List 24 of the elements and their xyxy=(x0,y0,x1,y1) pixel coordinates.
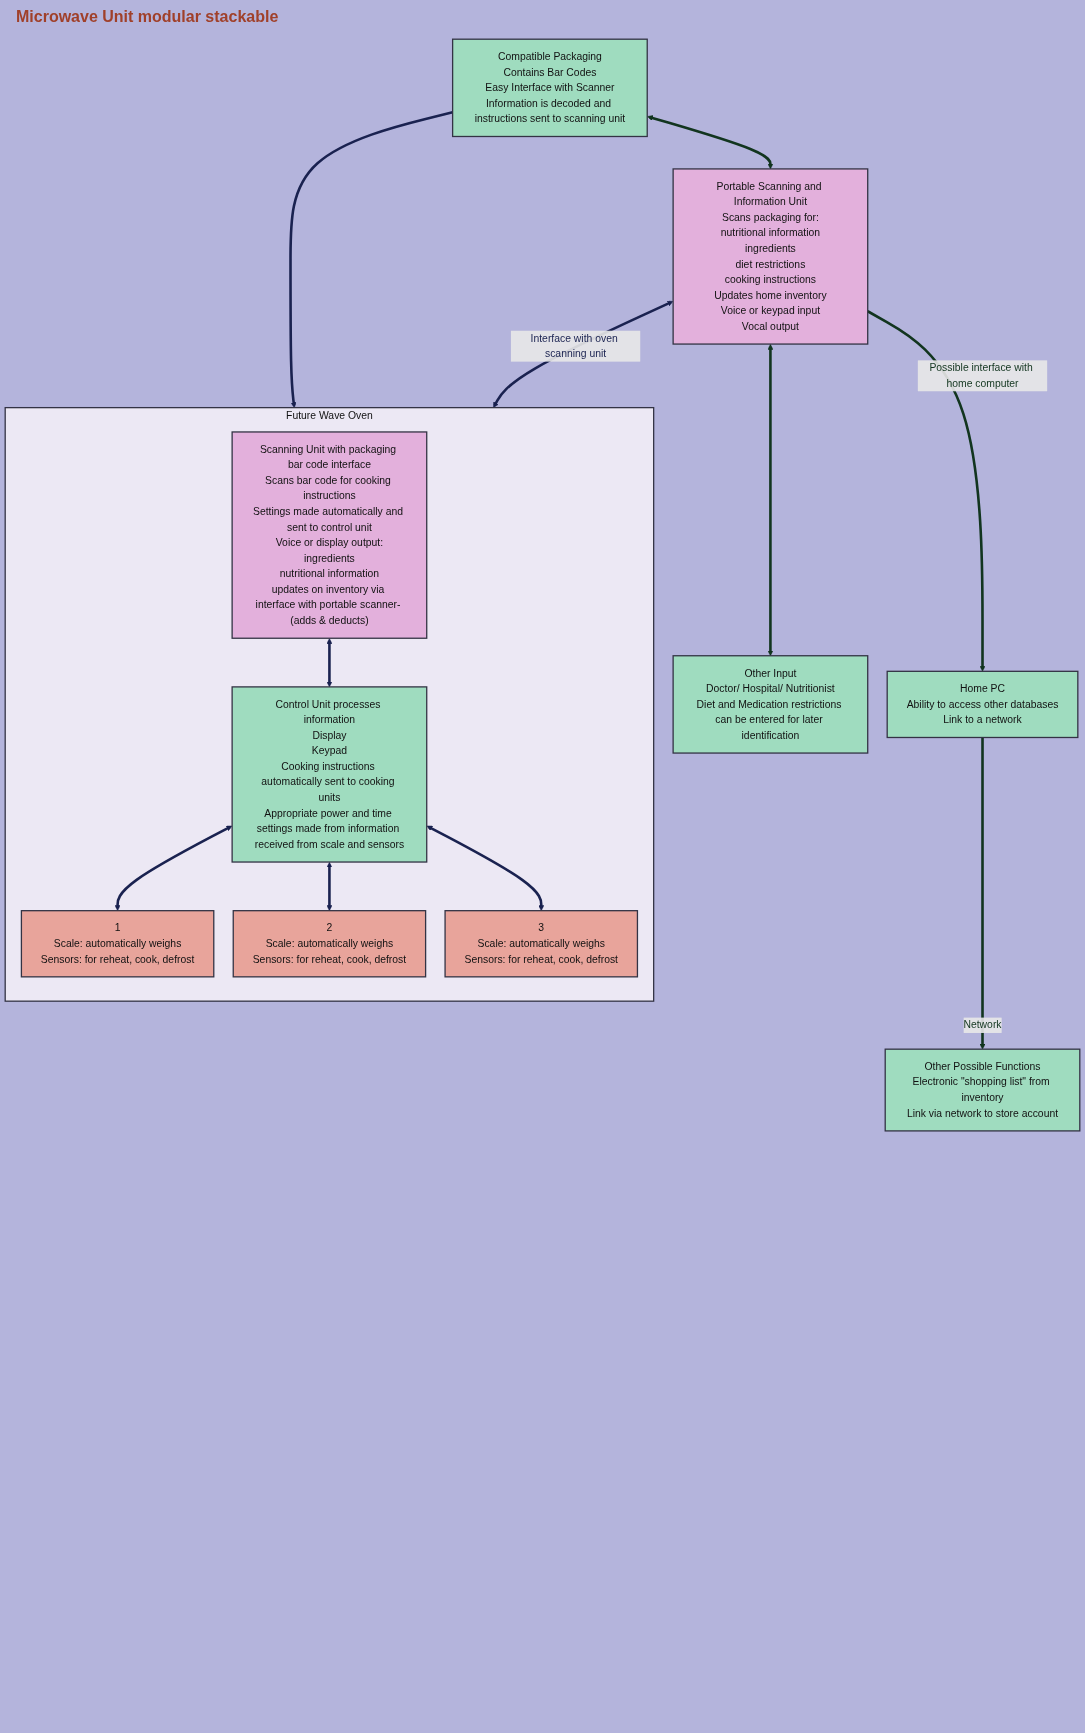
node-box: Home PC Ability to access other databases Link to a network xyxy=(886,670,1079,739)
node-box: Scanning Unit with packaging bar code interface Scans bar code for cooking instructions Settings made automatically and sent to control unit Voice or display output: ingredients nutritional information updates on inventory via interface with portable scanner- (adds & deducts) xyxy=(231,431,428,639)
arrow xyxy=(326,862,333,911)
arrow xyxy=(289,110,453,408)
arrow xyxy=(326,638,333,688)
node-box: 2 Scale: automatically weighs Sensors: for reheat, cook, defrost xyxy=(232,910,427,978)
node-box: Other Possible Functions Electronic "shopping list" from inventory Link via network to store account xyxy=(884,1048,1081,1132)
node-box: 1 Scale: automatically weighs Sensors: for reheat, cook, defrost xyxy=(20,910,215,978)
arrow xyxy=(647,115,774,170)
node-box: Control Unit processes information Display Keypad Cooking instructions automatically sent to cooking units Appropriate power and time settings made from information received from scale and sensors xyxy=(231,686,428,863)
arrow xyxy=(867,310,986,672)
node-box: 3 Scale: automatically weighs Sensors: for reheat, cook, defrost xyxy=(444,910,639,978)
arrow xyxy=(426,825,545,911)
arrow xyxy=(493,300,674,408)
section-heading: Microwave Unit modular stackable xyxy=(16,8,280,26)
node-box: Portable Scanning and Information Unit Scans packaging for: nutritional information ingredients diet restrictions cooking instructions Updates home inventory Voice or keypad input Vocal output xyxy=(672,168,869,345)
arrow xyxy=(114,825,233,911)
arrow xyxy=(767,344,774,656)
arrow xyxy=(979,737,986,1050)
node-box: Other Input Doctor/ Hospital/ Nutritionist Diet and Medication restrictions can be entered for later identification xyxy=(672,655,869,754)
node-box: Compatible Packaging Contains Bar Codes Easy Interface with Scanner Information is decoded and instructions sent to scanning unit xyxy=(451,38,648,138)
edge-label: Possible interface with home computer xyxy=(929,362,1033,389)
edge-label: Network xyxy=(963,1019,1002,1031)
edge-label: Interface with oven scanning unit xyxy=(530,332,618,360)
